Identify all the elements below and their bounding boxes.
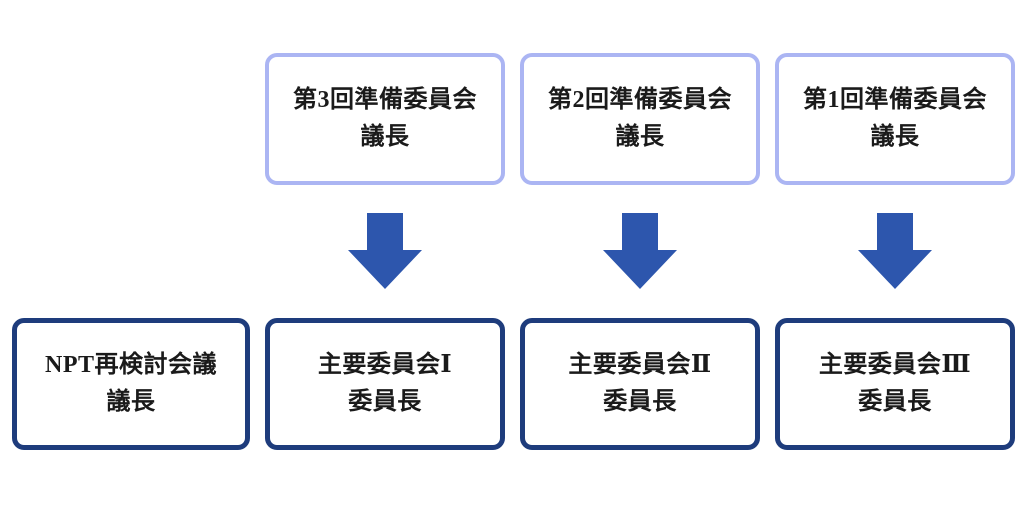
box-label-line1: NPT再検討会議: [45, 351, 217, 378]
box-label-line1: 第3回準備委員会: [293, 86, 477, 113]
box-label-line1: 第2回準備委員会: [548, 86, 732, 113]
box-label-line2: 委員長: [858, 389, 932, 415]
prepcom3-chair-box: 第3回準備委員会 議長: [265, 53, 505, 185]
prepcom2-chair-box: 第2回準備委員会 議長: [520, 53, 760, 185]
box-label-line2: 委員長: [603, 389, 677, 415]
main-committee-2-chair-box: 主要委員会Ⅱ 委員長: [520, 318, 760, 450]
box-label-line2: 議長: [870, 124, 920, 150]
box-label-line1: 主要委員会Ⅲ: [818, 351, 972, 378]
box-label-line2: 議長: [106, 389, 156, 415]
box-label-line2: 議長: [615, 124, 665, 150]
main-committee-1-chair-box: 主要委員会Ⅰ 委員長: [265, 318, 505, 450]
box-label-line2: 議長: [360, 124, 410, 150]
npt-review-conference-chair-box: NPT再検討会議 議長: [12, 318, 250, 450]
main-committee-3-chair-box: 主要委員会Ⅲ 委員長: [775, 318, 1015, 450]
box-label-line1: 主要委員会Ⅰ: [317, 351, 453, 378]
down-arrow-icon: [601, 212, 679, 290]
down-arrow-icon: [346, 212, 424, 290]
prepcom1-chair-box: 第1回準備委員会 議長: [775, 53, 1015, 185]
box-label-line1: 主要委員会Ⅱ: [568, 351, 712, 378]
down-arrow-icon: [856, 212, 934, 290]
box-label-line2: 委員長: [348, 389, 422, 415]
box-label-line1: 第1回準備委員会: [803, 86, 987, 113]
